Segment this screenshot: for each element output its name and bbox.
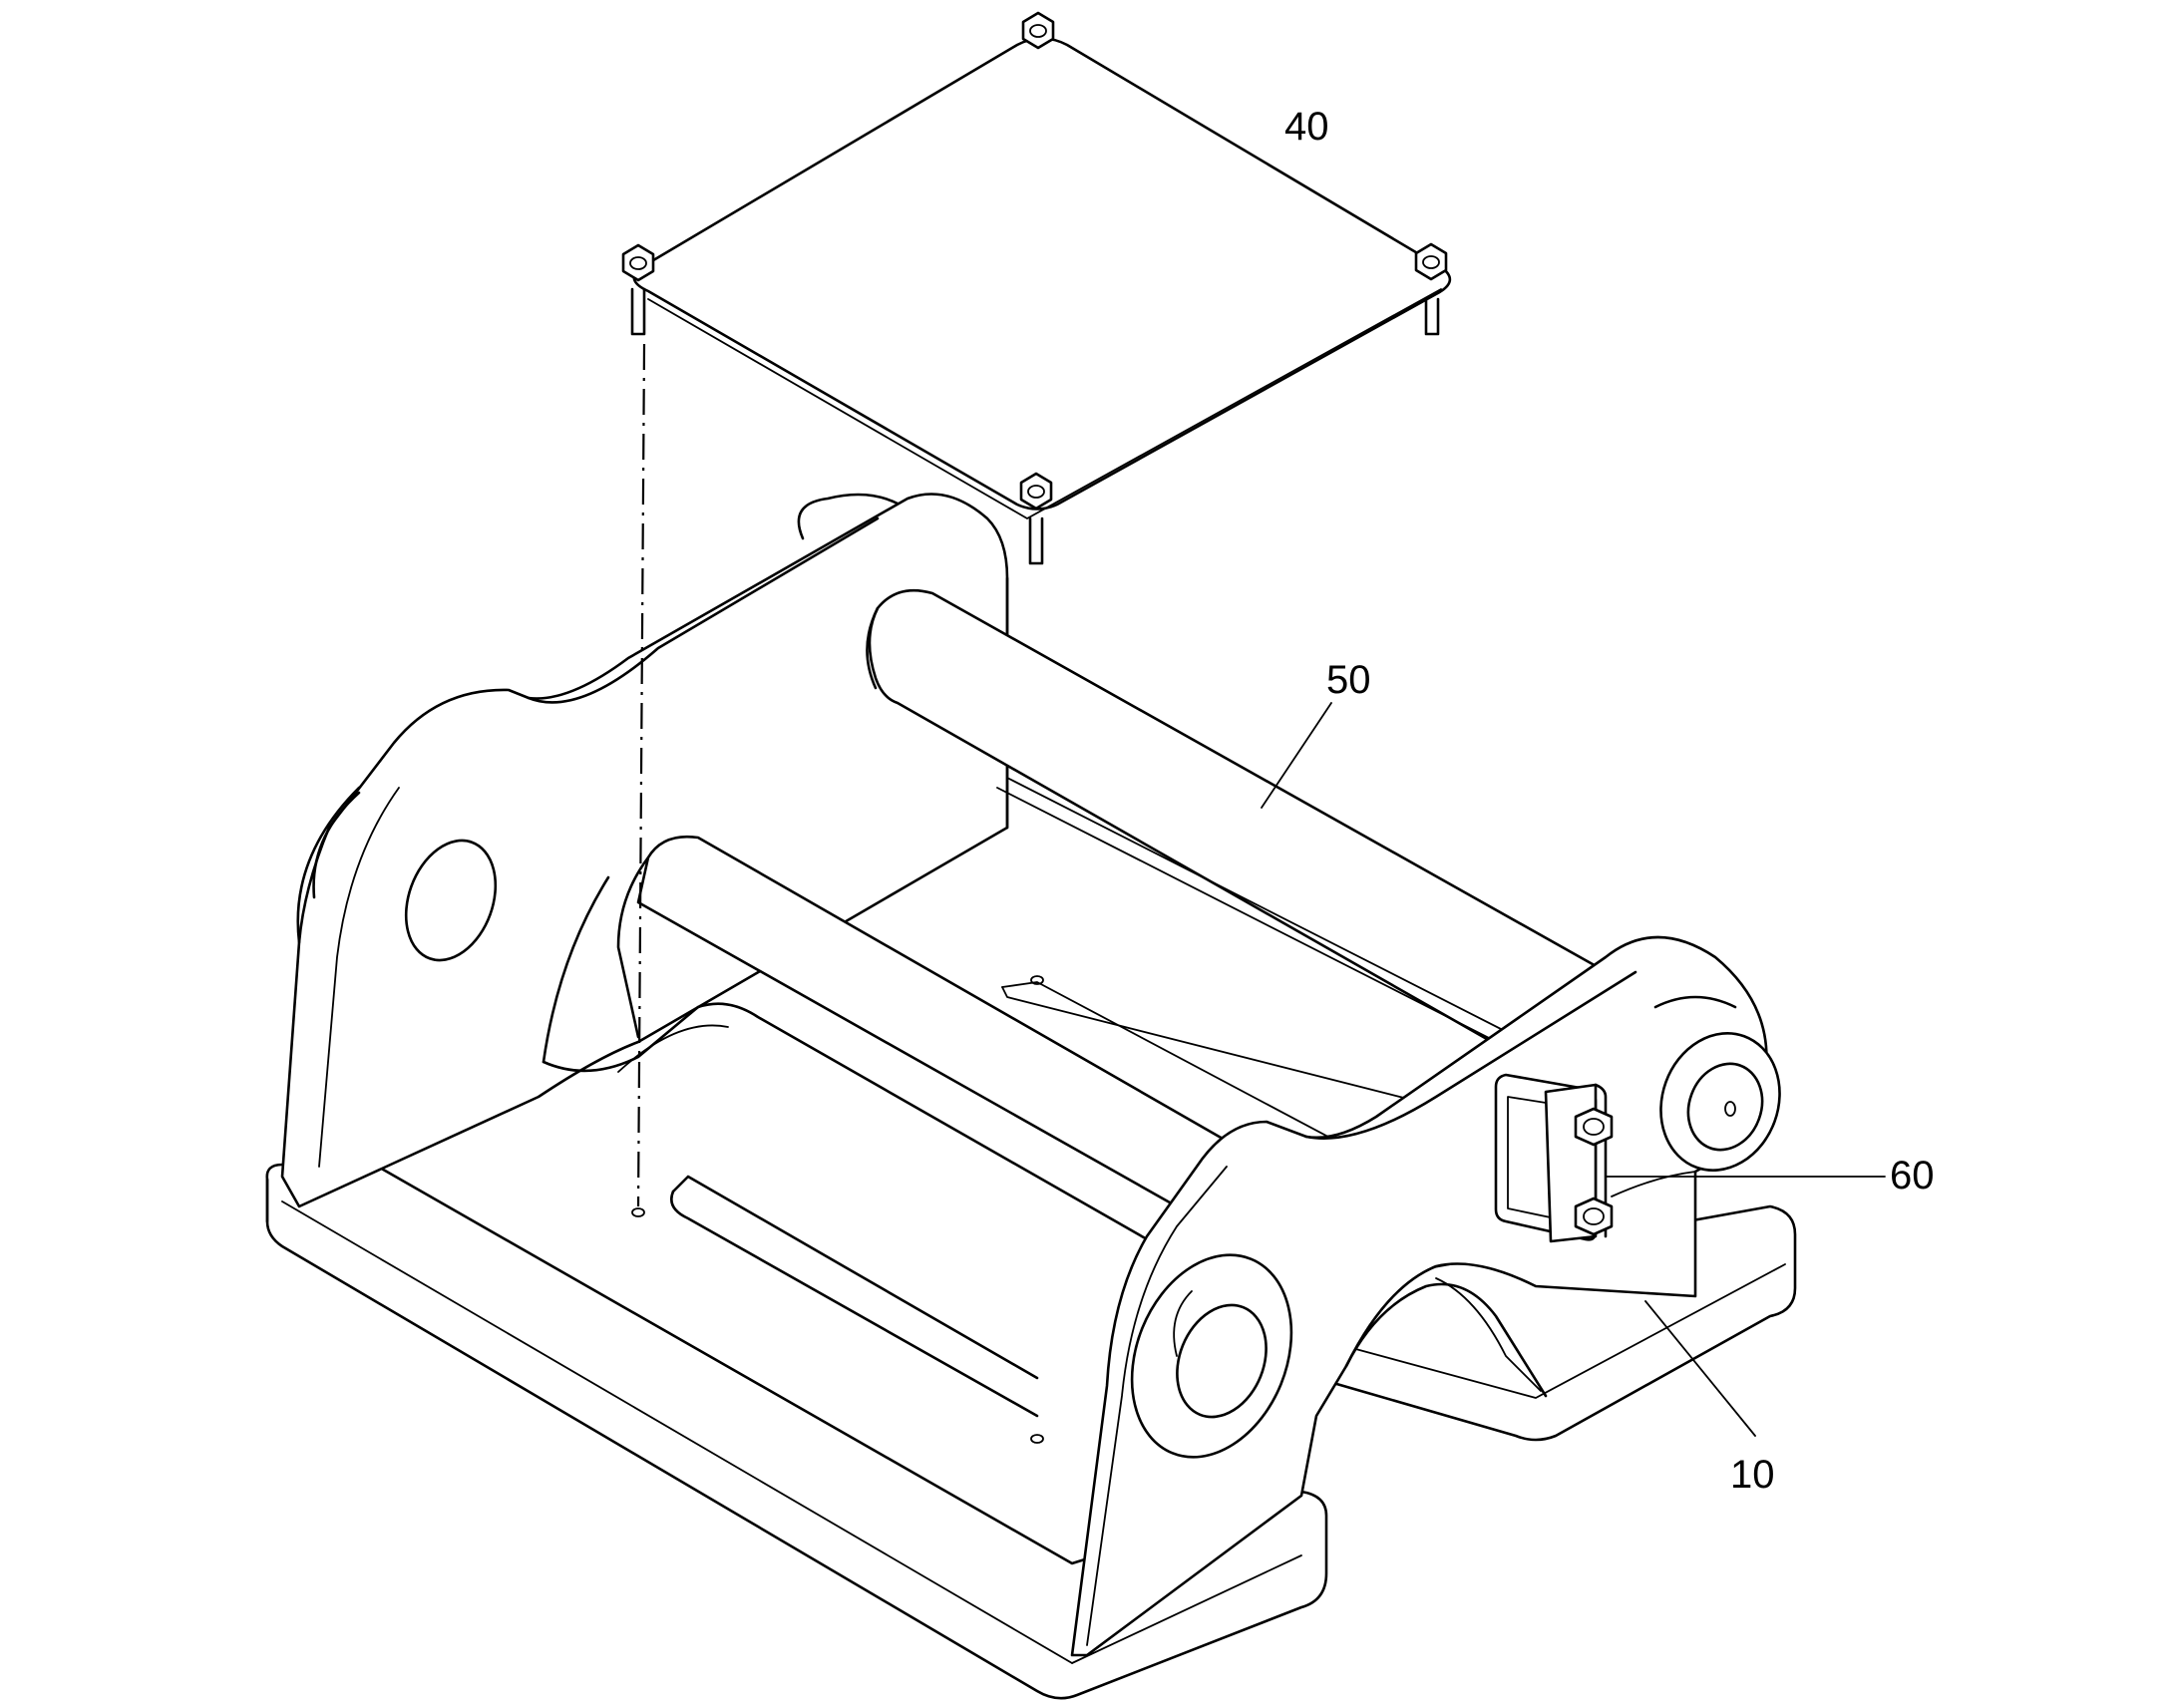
ref-label-40: 40 bbox=[1284, 105, 1329, 149]
cover-screw bbox=[621, 243, 655, 336]
cover-plate bbox=[621, 11, 1452, 565]
retaining-bracket bbox=[1494, 1073, 1696, 1243]
ref-label-50: 50 bbox=[1326, 658, 1371, 702]
assembly-center-line bbox=[636, 343, 646, 1207]
leader-lines bbox=[1261, 702, 1886, 1437]
ref-label-60: 60 bbox=[1890, 1154, 1935, 1197]
cover-screw bbox=[1021, 11, 1055, 50]
lower-cross-beam bbox=[542, 835, 1239, 1258]
left-rear-side-plate bbox=[280, 493, 1009, 1208]
cover-screw bbox=[1019, 472, 1053, 565]
upper-pin bbox=[866, 588, 1618, 1069]
ref-label-10: 10 bbox=[1730, 1453, 1775, 1497]
cover-screw bbox=[1414, 242, 1448, 336]
